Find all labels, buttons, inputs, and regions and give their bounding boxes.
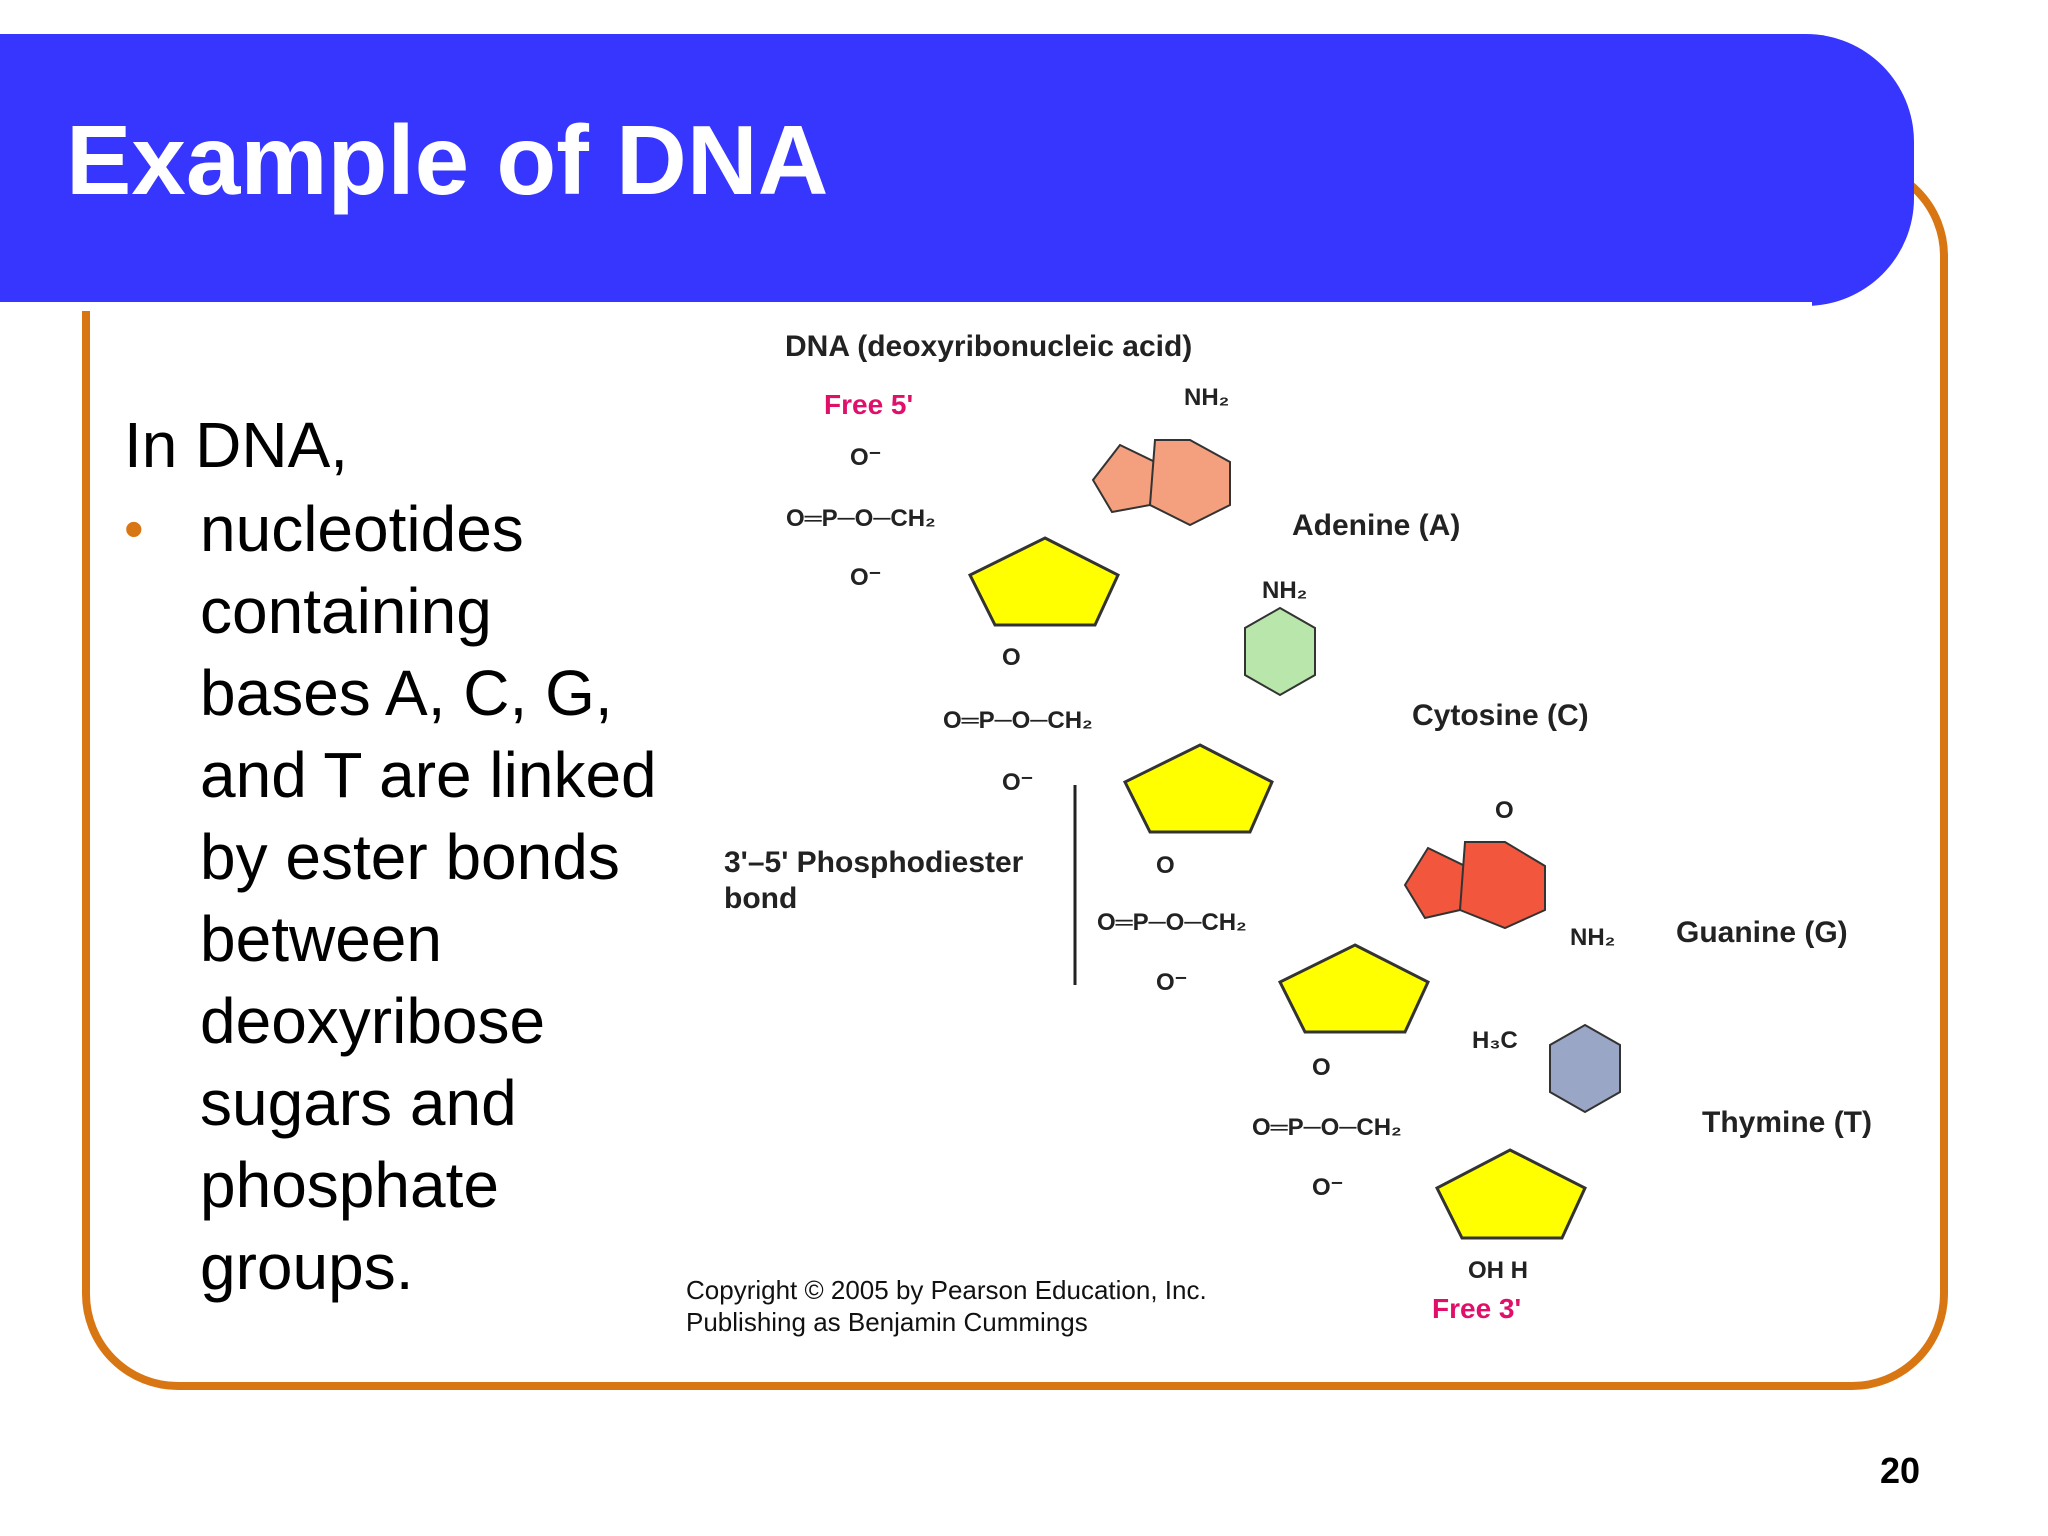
sugar-ring-4 [1434, 1148, 1587, 1240]
svg-text:O: O [1312, 1054, 1331, 1081]
dna-structure-diagram: DNA (deoxyribonucleic acid) Free 5' Free… [724, 330, 1872, 1324]
svg-text:O═P─O─CH₂: O═P─O─CH₂ [1097, 909, 1247, 936]
svg-text:O⁻: O⁻ [850, 564, 881, 591]
sugar-ring-2 [1122, 743, 1274, 834]
title-underline [0, 302, 1812, 311]
bullet-line: groups. [200, 1231, 414, 1303]
free-3-label: Free 3' [1432, 1293, 1521, 1324]
phosphodiester-label-line2: bond [724, 882, 797, 915]
cytosine-ring [1244, 606, 1316, 697]
bullet-line: containing [200, 575, 492, 647]
body-lead: In DNA, [124, 409, 349, 481]
adenine-label: Adenine (A) [1292, 509, 1460, 542]
slide-title: Example of DNA [66, 105, 829, 215]
adenine-ring-six [1148, 439, 1231, 527]
sugar-ring-1 [967, 536, 1120, 627]
bullet-item: • nucleotides containing bases A, C, G, and… [124, 488, 724, 1308]
bullet-text: nucleotides containing bases A, C, G, and T… [200, 488, 724, 1308]
guanine-ring-six [1458, 841, 1546, 930]
terminal-oh: OH H [1468, 1257, 1528, 1284]
bullet-line: sugars and [200, 1067, 517, 1139]
svg-text:O═P─O─CH₂: O═P─O─CH₂ [786, 505, 936, 532]
copyright-line-2: Publishing as Benjamin Cummings [686, 1307, 1088, 1337]
svg-text:O⁻: O⁻ [1156, 969, 1187, 996]
svg-text:O⁻: O⁻ [1312, 1174, 1343, 1201]
bullet-line: nucleotides [200, 493, 524, 565]
bullet-dot-icon: • [124, 497, 144, 560]
adenine-ring-five [1091, 443, 1157, 514]
bullet-line: bases A, C, G, [200, 657, 613, 729]
guanine-ring-five [1403, 846, 1467, 920]
bullet-line: deoxyribose [200, 985, 546, 1057]
free-5-label: Free 5' [824, 389, 913, 420]
bullet-line: and T are linked [200, 739, 657, 811]
guanine-o: O [1495, 797, 1514, 824]
thymine-ring [1549, 1023, 1621, 1114]
phosphate-group-4: O═P─O─CH₂ O O⁻ [1252, 1054, 1402, 1201]
copyright-line-1: Copyright © 2005 by Pearson Education, I… [686, 1275, 1207, 1305]
title-bar [0, 34, 1914, 311]
copyright-note: Copyright © 2005 by Pearson Education, I… [686, 1274, 1207, 1338]
bullet-line: between [200, 903, 442, 975]
phosphate-group-2: O═P─O─CH₂ O O⁻ [943, 644, 1093, 796]
svg-text:O: O [1002, 644, 1021, 671]
svg-text:O═P─O─CH₂: O═P─O─CH₂ [1252, 1114, 1402, 1141]
bullet-line: phosphate [200, 1149, 499, 1221]
svg-text:O: O [1156, 852, 1175, 879]
bullet-line: by ester bonds [200, 821, 620, 893]
cytosine-label: Cytosine (C) [1412, 699, 1589, 732]
adenine-nh2: NH₂ [1184, 384, 1229, 411]
phosphate-group-3: O═P─O─CH₂ O O⁻ [1097, 852, 1247, 996]
sugar-ring-3 [1277, 943, 1430, 1034]
guanine-nh2: NH₂ [1570, 924, 1615, 951]
svg-text:O═P─O─CH₂: O═P─O─CH₂ [943, 707, 1093, 734]
guanine-label: Guanine (G) [1676, 916, 1848, 949]
figure-title: DNA (deoxyribonucleic acid) [785, 330, 1192, 363]
thymine-label: Thymine (T) [1702, 1106, 1872, 1139]
body-text: In DNA, • nucleotides containing bases A, … [124, 404, 724, 1308]
svg-text:O⁻: O⁻ [850, 444, 881, 471]
phosphodiester-label-line1: 3'–5' Phosphodiester [724, 846, 1024, 879]
cytosine-nh2: NH₂ [1262, 577, 1307, 604]
svg-text:O⁻: O⁻ [1002, 769, 1033, 796]
phosphate-group-1: O═P─O─CH₂ O⁻ O⁻ [786, 444, 936, 591]
thymine-h3c: H₃C [1472, 1027, 1518, 1054]
page-number: 20 [1880, 1450, 1921, 1491]
